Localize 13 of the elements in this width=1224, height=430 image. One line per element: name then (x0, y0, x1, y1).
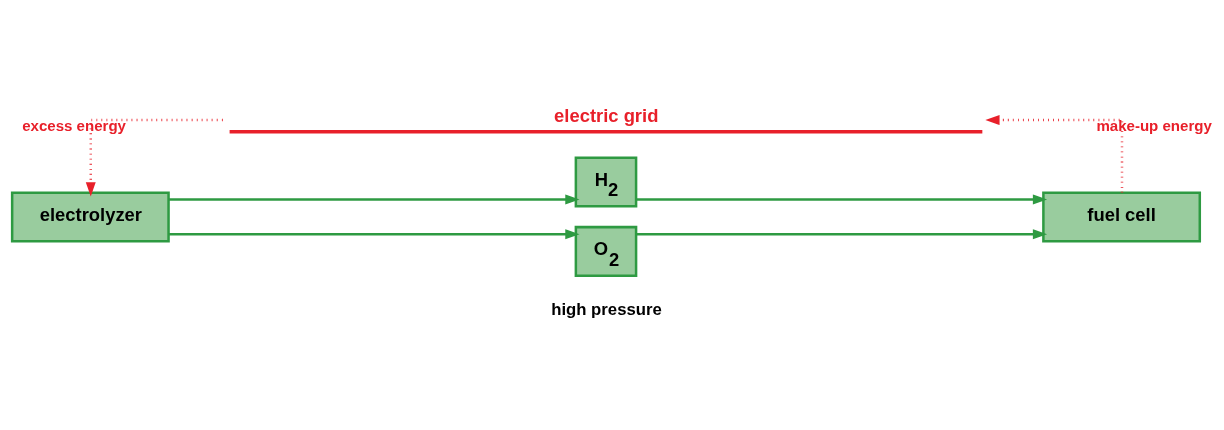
node-box: electrolyzer (10, 191, 170, 243)
node-box (229, 130, 983, 134)
edge-label: excess energy (22, 117, 126, 135)
arrow (636, 229, 1048, 240)
edge-label: make-up energy (1096, 117, 1212, 135)
arrow (168, 194, 580, 205)
arrow (636, 194, 1048, 205)
node-label: electric grid (554, 105, 659, 127)
arrow (85, 118, 223, 197)
arrow (985, 115, 1124, 193)
label: high pressure (551, 299, 662, 319)
arrow (168, 229, 580, 240)
node-box: fuel cell (1042, 191, 1202, 243)
